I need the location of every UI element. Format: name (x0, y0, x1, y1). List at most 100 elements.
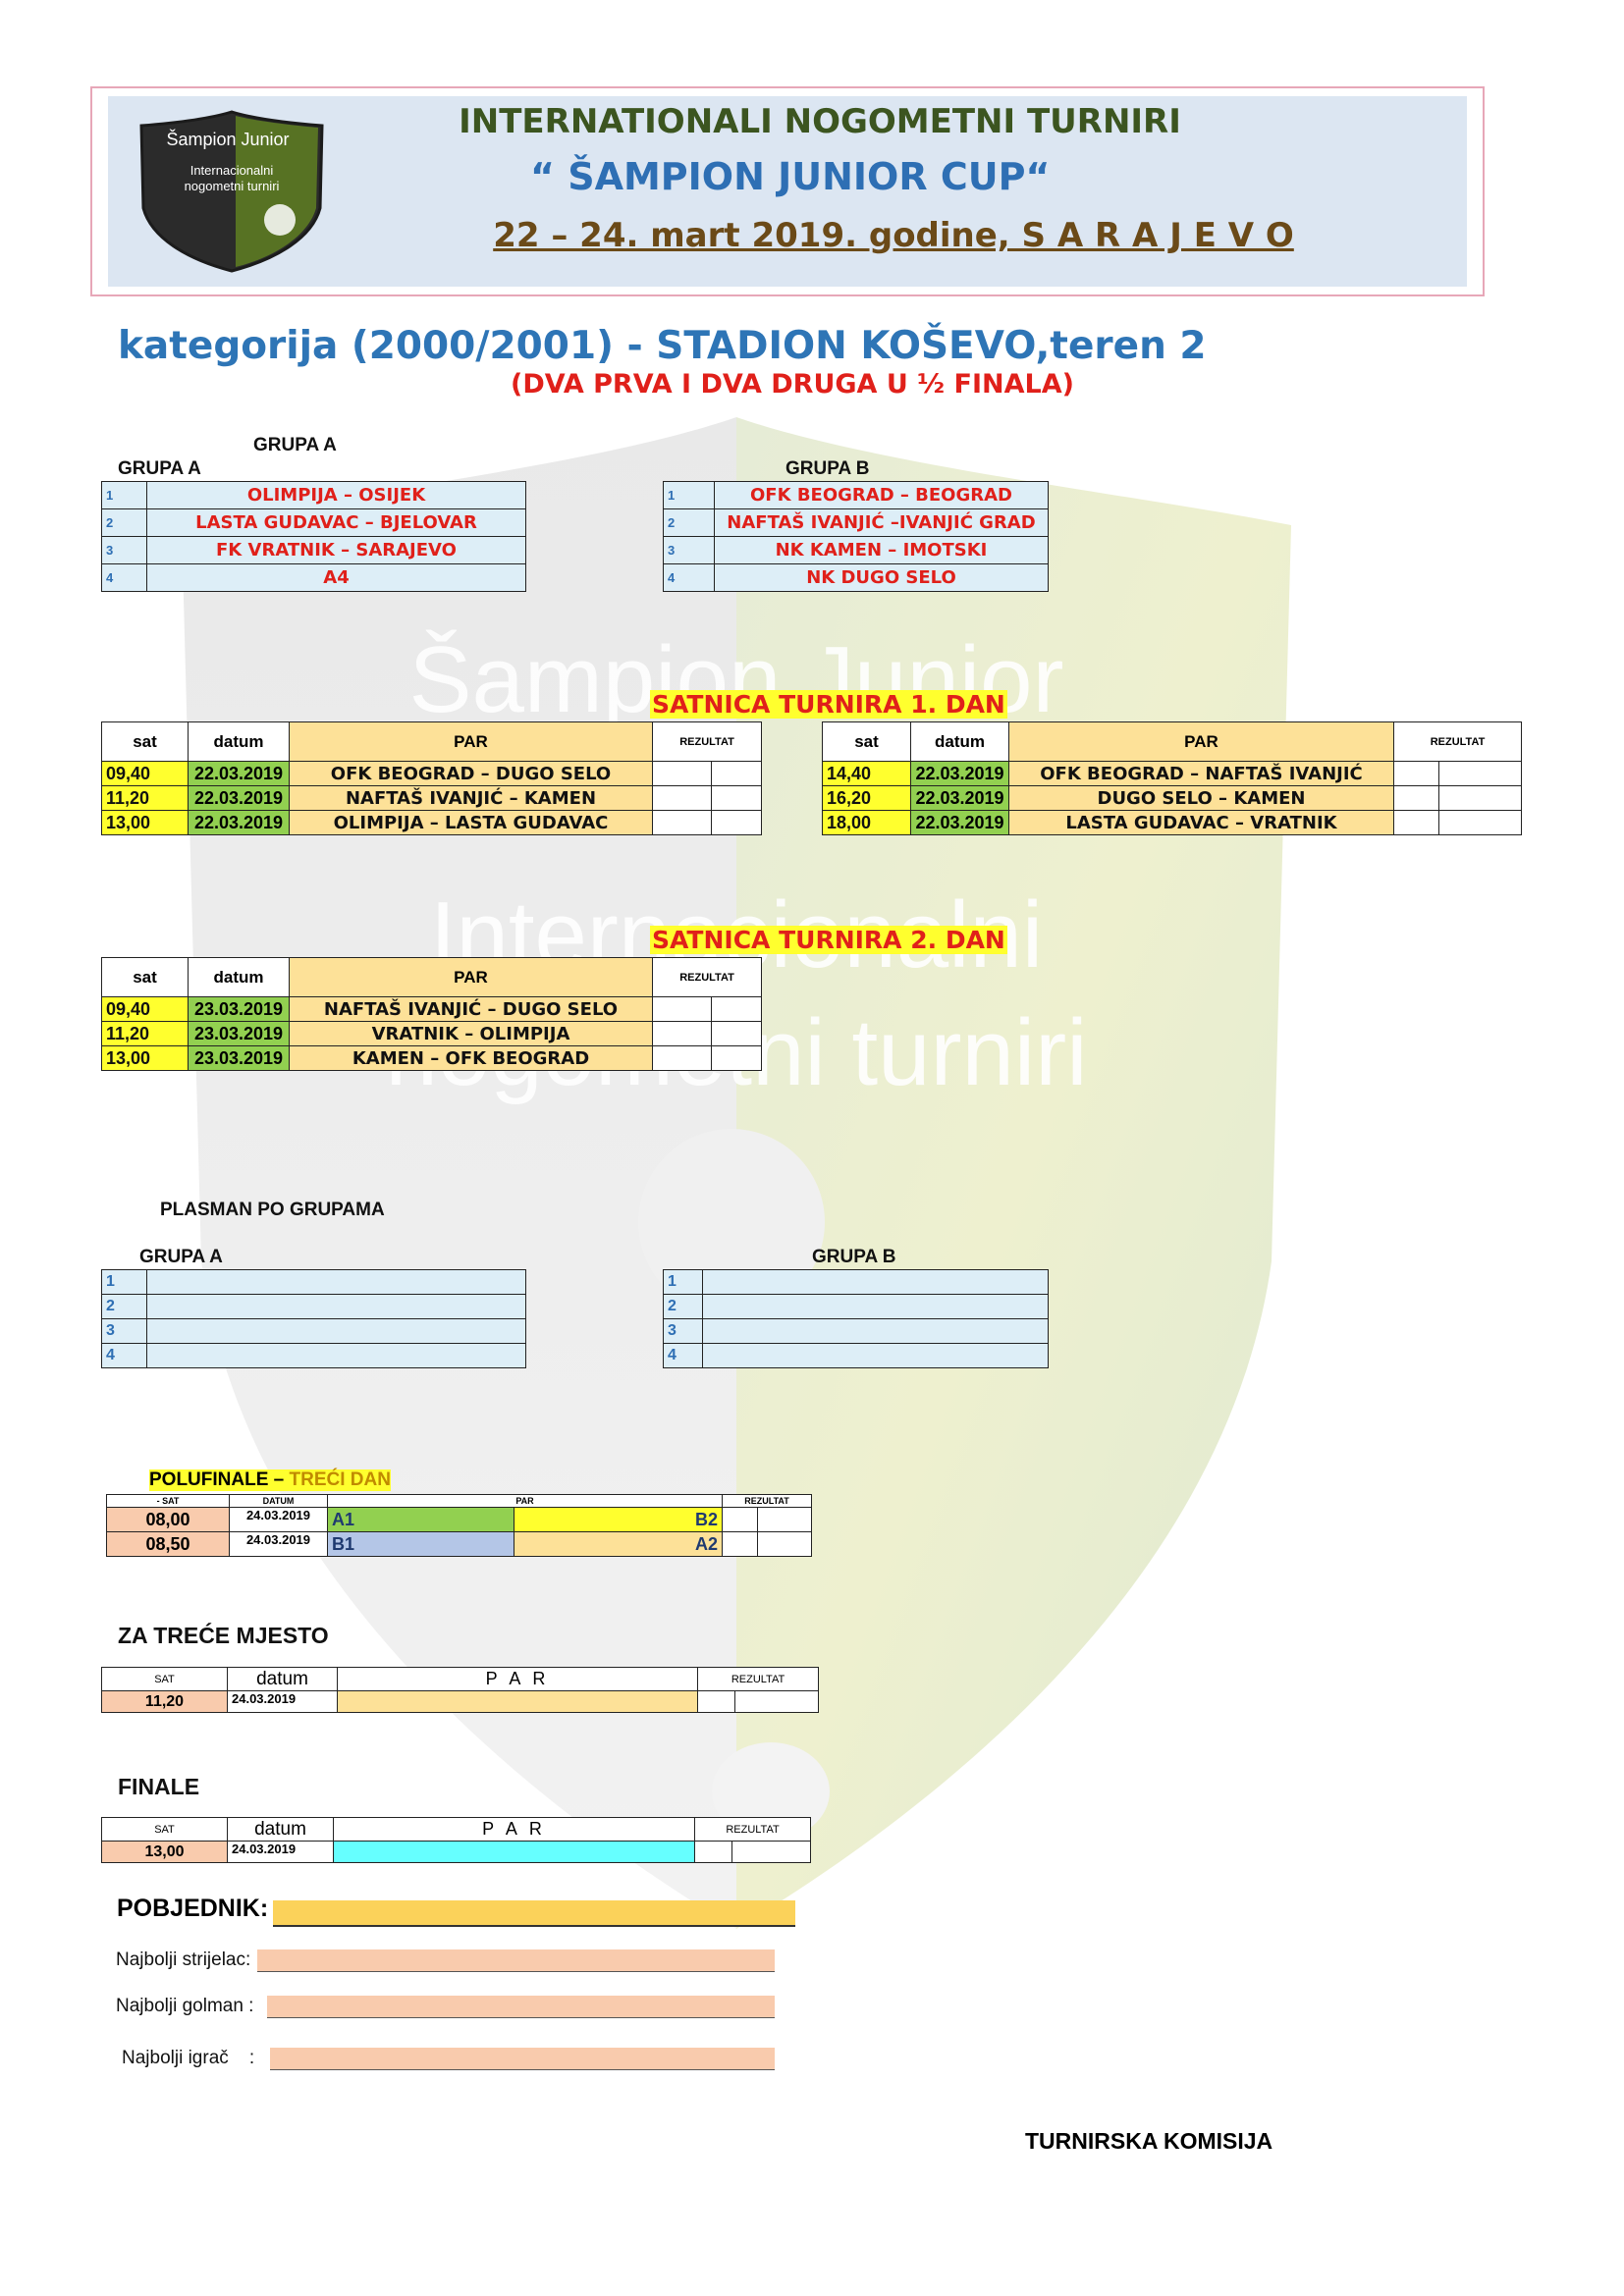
score-away[interactable] (710, 761, 763, 786)
winner-label: POBJEDNIK: (117, 1895, 269, 1922)
away-cell: A2 (514, 1531, 723, 1557)
pair-cell: OFK BEOGRAD – DUGO SELO (289, 761, 653, 786)
best-goalkeeper-field[interactable] (267, 1996, 775, 2018)
time-cell: 13,00 (101, 1045, 189, 1071)
time-cell: 11,20 (101, 785, 189, 811)
semifinal-title: POLUFINALE – TREĆI DAN (149, 1469, 391, 1491)
header-par: P A R (337, 1667, 698, 1691)
header-par: PAR (289, 957, 653, 997)
row-number: 3 (663, 536, 715, 564)
team-cell: LASTA GUDAVAC – BJELOVAR (146, 508, 526, 537)
team-input[interactable] (146, 1294, 526, 1319)
time-cell: 09,40 (101, 761, 189, 786)
score-home[interactable] (722, 1507, 758, 1532)
team-cell: OFK BEOGRAD – BEOGRAD (714, 481, 1049, 509)
header-line-2: “ ŠAMPION JUNIOR CUP“ (530, 155, 1051, 198)
score-home[interactable] (697, 1690, 735, 1713)
table-row: 4 (101, 1343, 526, 1368)
header-datum: datum (227, 1667, 338, 1691)
score-away[interactable] (731, 1841, 812, 1863)
team-input[interactable] (702, 1294, 1049, 1319)
score-home[interactable] (1393, 810, 1439, 835)
date-cell: 23.03.2019 (188, 1045, 290, 1071)
score-home[interactable] (652, 785, 712, 811)
pair-cell: VRATNIK – OLIMPIJA (289, 1021, 653, 1046)
table-header-row: sat datum PAR REZULTAT (822, 721, 1523, 762)
score-away[interactable] (1437, 761, 1523, 786)
time-cell: 16,20 (822, 785, 911, 811)
score-home[interactable] (652, 996, 712, 1022)
header-sat: SAT (101, 1667, 228, 1691)
team-cell: NK KAMEN – IMOTSKI (714, 536, 1049, 564)
pair-input[interactable] (337, 1690, 698, 1713)
pair-input[interactable] (333, 1841, 695, 1863)
date-cell: 22.03.2019 (188, 810, 290, 835)
table-row: 4 (663, 1343, 1049, 1368)
best-scorer-field[interactable] (257, 1949, 775, 1972)
header-rezultat: REZULTAT (651, 957, 763, 997)
time-cell: 14,40 (822, 761, 911, 786)
header-par: PAR (327, 1494, 723, 1508)
row-number: 2 (663, 1294, 703, 1319)
score-home[interactable] (1393, 785, 1439, 811)
team-input[interactable] (702, 1318, 1049, 1344)
row-number: 2 (101, 1294, 147, 1319)
header-line-1: INTERNATIONALI NOGOMETNI TURNIRI (459, 102, 1181, 141)
date-cell: 22.03.2019 (910, 761, 1009, 786)
team-input[interactable] (702, 1269, 1049, 1295)
date-cell: 22.03.2019 (910, 810, 1009, 835)
score-home[interactable] (652, 810, 712, 835)
score-away[interactable] (1437, 785, 1523, 811)
winner-field[interactable] (273, 1900, 795, 1927)
header-rezultat: REZULTAT (696, 1667, 820, 1691)
score-away[interactable] (710, 810, 763, 835)
score-away[interactable] (710, 996, 763, 1022)
away-cell: B2 (514, 1507, 723, 1532)
table-header-row: sat datum PAR REZULTAT (101, 721, 763, 762)
score-away[interactable] (757, 1507, 812, 1532)
header-line-3: 22 – 24. mart 2019. godine, S A R A J E … (493, 216, 1294, 255)
table-row: 3 (101, 1318, 526, 1344)
row-number: 2 (101, 508, 147, 537)
score-home[interactable] (722, 1531, 758, 1557)
team-input[interactable] (146, 1318, 526, 1344)
best-player-field[interactable] (270, 2048, 775, 2070)
third-place-title: ZA TREĆE MJESTO (118, 1623, 329, 1648)
score-away[interactable] (710, 785, 763, 811)
tournament-logo: Šampion Junior Internacionalni nogometni… (139, 110, 324, 273)
score-home[interactable] (652, 761, 712, 786)
row-number: 1 (101, 1269, 147, 1295)
logo-text-3: nogometni turniri (185, 179, 280, 193)
score-home[interactable] (652, 1045, 712, 1071)
date-cell: 23.03.2019 (188, 996, 290, 1022)
pair-cell: DUGO SELO – KAMEN (1008, 785, 1394, 811)
score-away[interactable] (757, 1531, 812, 1557)
team-cell: FK VRATNIK – SARAJEVO (146, 536, 526, 564)
row-number: 2 (663, 508, 715, 537)
header-par: PAR (1008, 721, 1394, 762)
score-home[interactable] (652, 1021, 712, 1046)
team-cell: A4 (146, 563, 526, 592)
score-home[interactable] (1393, 761, 1439, 786)
date-cell: 22.03.2019 (188, 761, 290, 786)
score-home[interactable] (694, 1841, 732, 1863)
time-cell: 09,40 (101, 996, 189, 1022)
team-input[interactable] (702, 1343, 1049, 1368)
score-away[interactable] (1437, 810, 1523, 835)
category-note: (DVA PRVA I DVA DRUGA U ½ FINALA) (511, 369, 1074, 400)
date-cell: 22.03.2019 (910, 785, 1009, 811)
team-input[interactable] (146, 1269, 526, 1295)
score-away[interactable] (710, 1021, 763, 1046)
score-away[interactable] (733, 1690, 820, 1713)
score-away[interactable] (710, 1045, 763, 1071)
team-input[interactable] (146, 1343, 526, 1368)
